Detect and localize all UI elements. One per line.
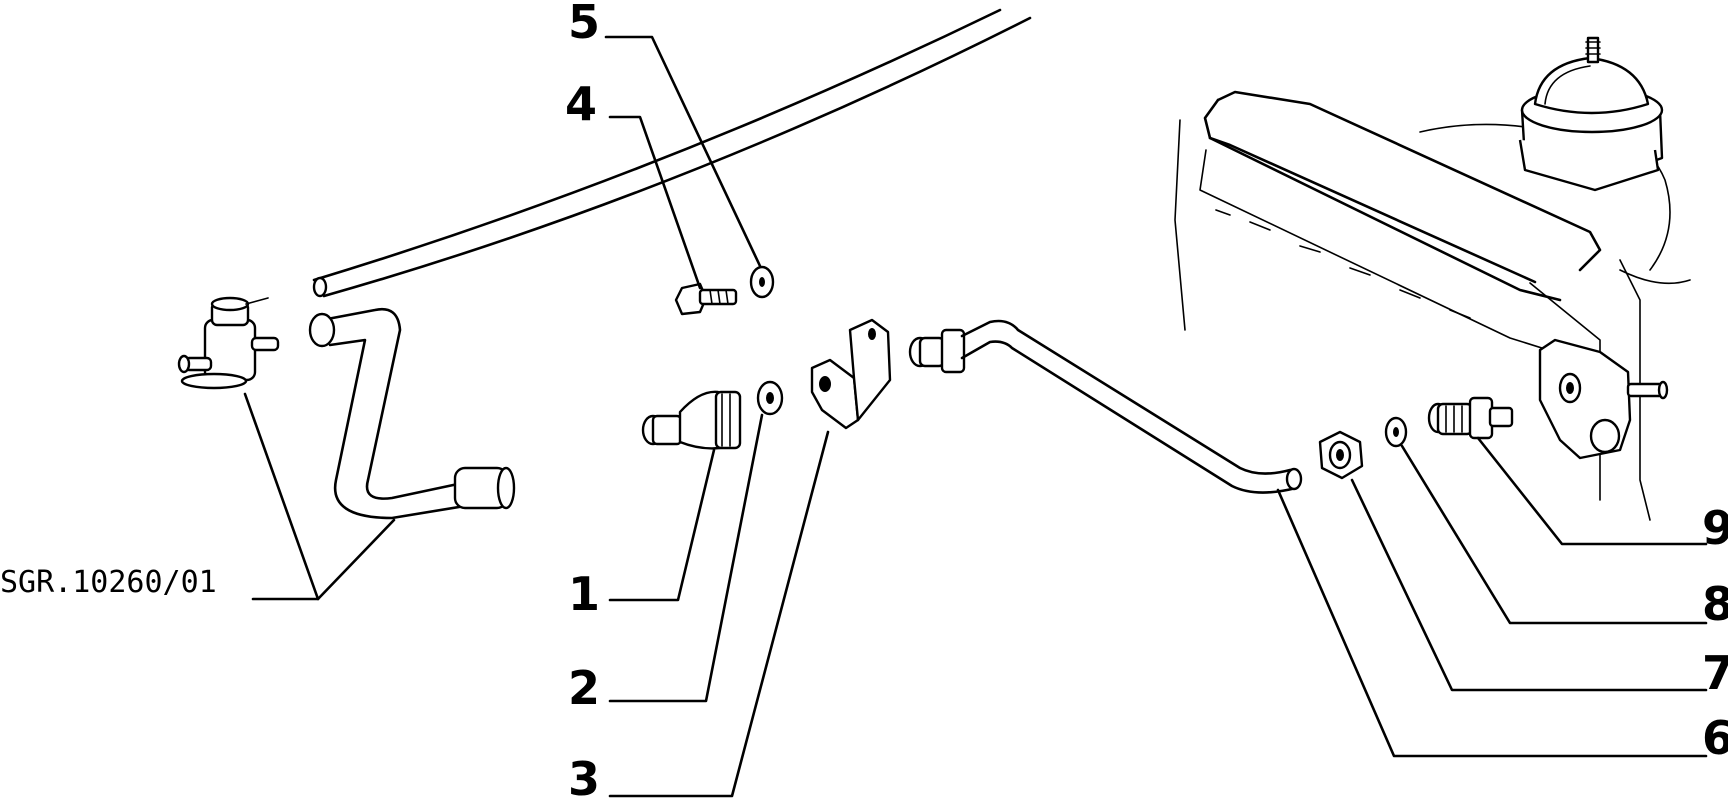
callout-1: 1 (568, 567, 600, 621)
leader-lines (243, 35, 1708, 798)
vacuum-valve (177, 296, 280, 390)
overhead-hose (312, 8, 1032, 298)
fuel-pipe (908, 319, 1303, 494)
bolt-part-4 (674, 282, 738, 316)
engine-valve-cap (1518, 36, 1664, 192)
washer-part-5 (749, 265, 775, 299)
bracket-part-3 (810, 318, 892, 430)
bent-hose (308, 307, 516, 520)
union-part-9 (1427, 396, 1514, 440)
callout-4: 4 (565, 77, 597, 131)
callout-3: 3 (568, 752, 600, 798)
callout-7: 7 (1702, 646, 1728, 700)
callout-6: 6 (1702, 711, 1728, 765)
callout-8: 8 (1702, 577, 1728, 631)
reference-code: SGR.10260/01 (0, 565, 217, 600)
washer-part-8 (1384, 416, 1408, 448)
engine-block (1174, 90, 1691, 521)
seal-part-2 (756, 380, 784, 416)
sender-part-1 (641, 390, 742, 450)
engine-flange (1538, 338, 1669, 460)
callout-2: 2 (568, 661, 600, 715)
callout-5: 5 (568, 0, 600, 49)
nut-part-7 (1318, 430, 1364, 480)
callout-9: 9 (1702, 501, 1728, 555)
